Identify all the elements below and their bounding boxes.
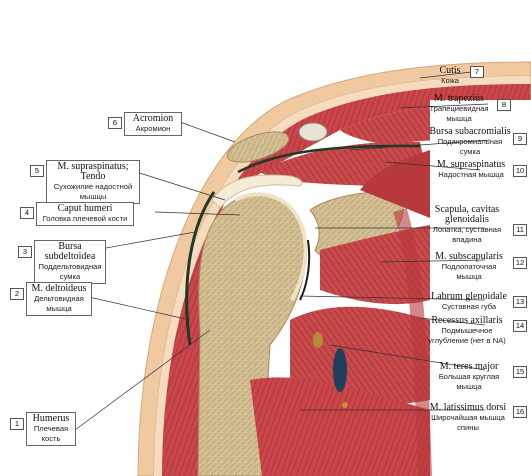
medial-muscle-edge [393,207,432,476]
acromion-bone [226,131,290,163]
number-16: 16 [513,406,527,418]
label-bursa-subacromialis: Bursa subacromialis Подакромиальная сумк… [429,126,511,157]
latissimus-dorsi-muscle [250,377,430,476]
number-4: 4 [20,207,34,219]
number-6: 6 [108,117,122,129]
label-scapula: Scapula, cavitas glenoidalis Лопатка, су… [432,204,502,245]
subdeltoid-bursa [185,191,216,346]
number-12: 12 [513,257,527,269]
number-1: 1 [10,418,24,430]
clavicle-section [298,122,328,142]
number-15: 15 [513,366,527,378]
number-3: 3 [18,246,32,258]
label-acromion: Acromion Акромион [124,112,182,136]
teres-major-muscle [290,306,430,404]
label-supraspinatus-tendon: M. supraspinatus; Tendo Сухожилие надост… [46,160,140,204]
label-humerus: Humerus Плечевая кость [26,412,76,446]
label-latissimus: M. latissimus dorsi Широчайшая мышца спи… [429,402,507,433]
label-labrum: Labrum glenoidale Суставная губа [431,291,507,312]
number-11: 11 [513,224,527,236]
label-subscapularis: M. subscapularis Подлопаточная мышца [435,251,503,282]
label-bursa-subdeltoidea: Bursa subdeltoidea Поддельтовидная сумка [34,240,106,284]
label-recessus: Recessus axillaris Подмышечное углублени… [428,315,506,346]
supraspinatus-tendon [211,174,303,209]
label-deltoideus: M. deltoideus Дельтовидная мышца [26,282,92,316]
number-9: 9 [513,133,527,145]
number-13: 13 [513,296,527,308]
label-supraspinatus: M. supraspinatus Надостная мышца [436,159,506,180]
leader-lines [74,70,491,431]
number-8: 8 [497,99,511,111]
number-14: 14 [513,320,527,332]
label-cutis: Cutis Кожа [439,65,461,86]
number-7: 7 [470,66,484,78]
subacromial-bursa [237,144,421,174]
number-10: 10 [513,165,527,177]
label-teres-major: M. teres major Большая круглая мышца [438,361,500,392]
number-5: 5 [30,165,44,177]
label-caput-humeri: Caput humeri Головка плечевой кости [36,202,134,226]
label-trapezius: M. trapezius Трапециевидная мышца [429,93,489,124]
number-2: 2 [10,288,24,300]
